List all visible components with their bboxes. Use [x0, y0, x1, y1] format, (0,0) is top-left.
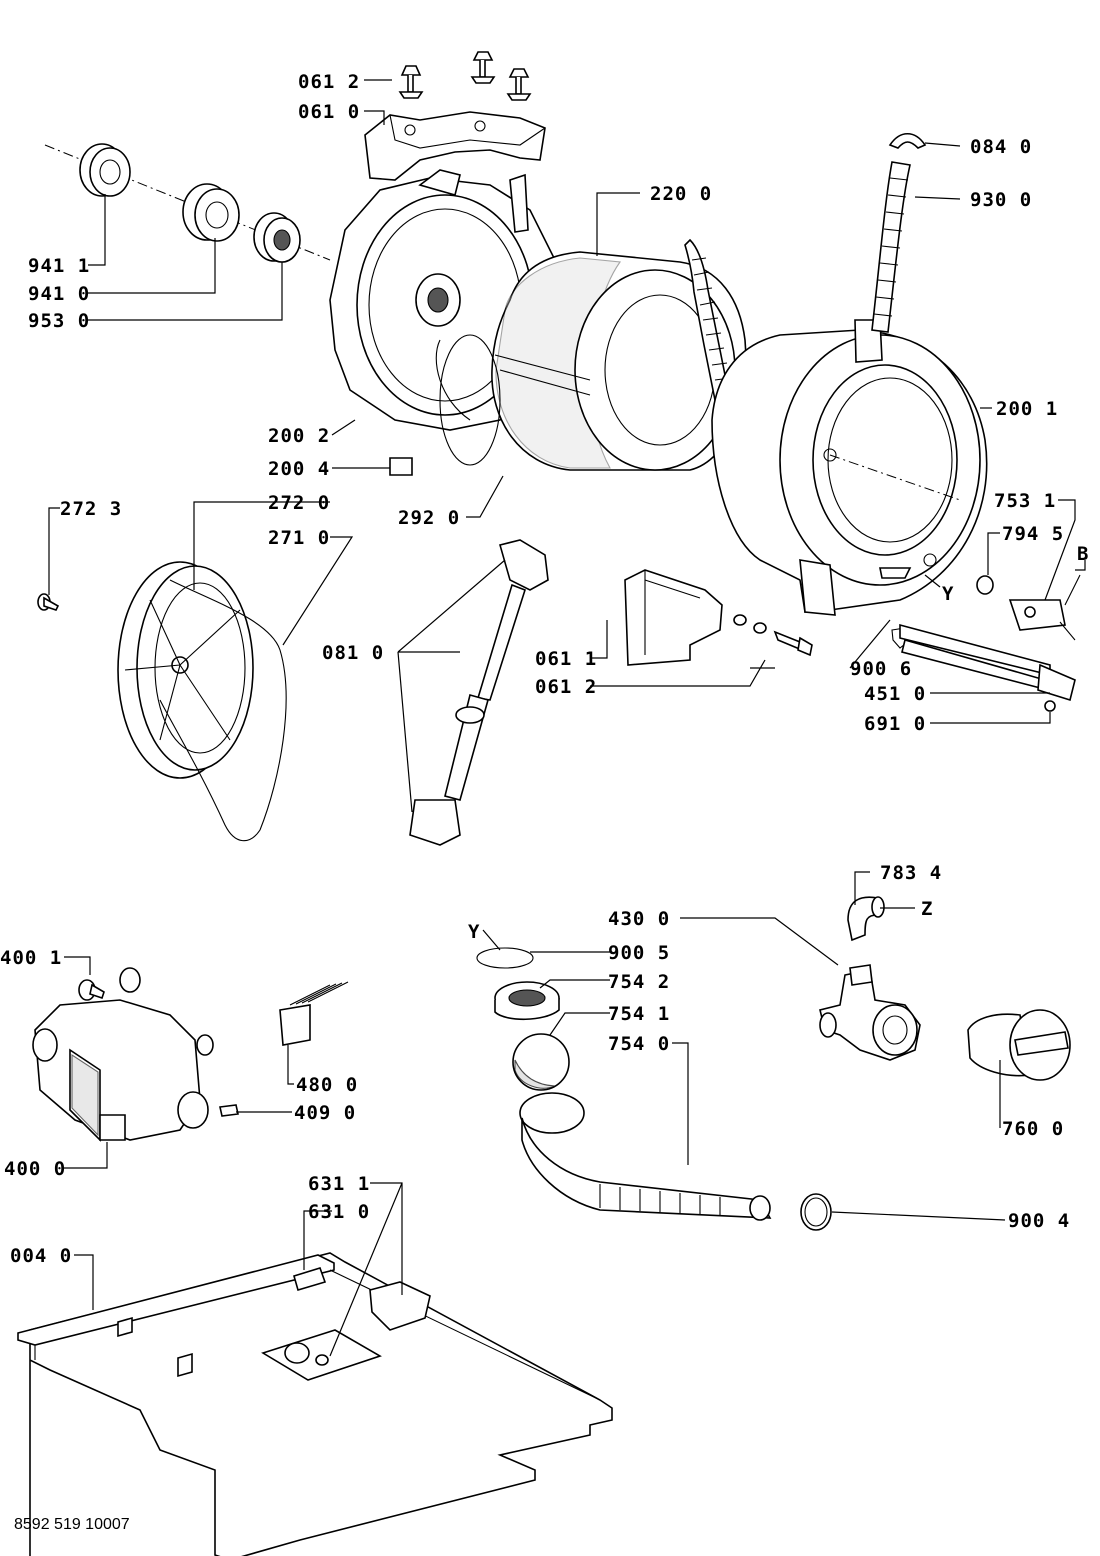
callout-754-1: 754 1	[608, 1003, 670, 1025]
screw-272-3	[37, 593, 60, 611]
callout-754-0: 754 0	[608, 1033, 670, 1055]
callout-labels: 061 2 061 0 084 0 930 0 220 0 941 1 941 …	[0, 71, 1089, 1267]
pump-430-0	[819, 964, 921, 1061]
clamp-900-4	[800, 1193, 832, 1231]
clamp-900-5	[476, 947, 534, 969]
callout-Y-bottom: Y	[468, 921, 480, 943]
cap-084-0	[888, 132, 927, 149]
connector-480-0	[279, 981, 349, 1046]
callout-B: B	[1077, 543, 1089, 565]
bearing-941-1	[79, 143, 131, 197]
callout-631-0: 631 0	[308, 1201, 370, 1223]
gasket-292-0	[439, 334, 501, 466]
callout-900-5: 900 5	[608, 942, 670, 964]
hose-754-0	[519, 1092, 772, 1221]
callout-400-1: 400 1	[0, 947, 62, 969]
ntc-794-5	[976, 575, 994, 595]
callout-271-0: 271 0	[268, 527, 330, 549]
callout-480-0: 480 0	[296, 1074, 358, 1096]
callout-200-1: 200 1	[996, 398, 1058, 420]
clip-061-2-top	[398, 51, 532, 101]
tacho-409-0	[219, 1104, 239, 1117]
ball-754-1	[512, 1033, 570, 1091]
part-200-4	[389, 457, 413, 476]
brush-400-1	[78, 979, 105, 1001]
callout-061-1: 061 1	[535, 648, 597, 670]
callout-631-1: 631 1	[308, 1173, 370, 1195]
callout-272-3: 272 3	[60, 498, 122, 520]
callout-691-0: 691 0	[864, 713, 926, 735]
callout-409-0: 409 0	[294, 1102, 356, 1124]
bearing-941-0	[182, 183, 240, 242]
connector-753-1	[1008, 574, 1081, 641]
callout-900-6: 900 6	[850, 658, 912, 680]
callout-753-1: 753 1	[994, 490, 1056, 512]
belt-271-0	[159, 579, 287, 842]
callout-754-2: 754 2	[608, 971, 670, 993]
leader-lines	[48, 79, 1086, 1357]
callout-Y-top: Y	[942, 583, 954, 605]
shock-absorber-081-0	[409, 539, 549, 846]
callout-220-0: 220 0	[650, 183, 712, 205]
callout-430-0: 430 0	[608, 908, 670, 930]
callout-783-4: 783 4	[880, 862, 942, 884]
seal-953-0	[253, 212, 301, 263]
callout-760-0: 760 0	[1002, 1118, 1064, 1140]
callout-081-0: 081 0	[322, 642, 384, 664]
filter-760-0	[967, 1009, 1071, 1081]
callout-292-0: 292 0	[398, 507, 460, 529]
sump-754-2	[494, 981, 560, 1021]
motor-400-0	[32, 967, 214, 1142]
pulley-272-0	[117, 561, 254, 779]
callout-Z: Z	[921, 898, 933, 920]
callout-794-5: 794 5	[1002, 523, 1064, 545]
elbow-783-4	[847, 896, 885, 942]
callout-004-0: 004 0	[10, 1245, 72, 1267]
callout-953-0: 953 0	[28, 310, 90, 332]
callout-930-0: 930 0	[970, 189, 1032, 211]
front-tub-200-1	[711, 319, 988, 616]
callout-061-2-mid: 061 2	[535, 676, 597, 698]
callout-200-2: 200 2	[268, 425, 330, 447]
bracket-061-1	[624, 569, 723, 666]
washers-061-2	[733, 614, 813, 657]
callout-084-0: 084 0	[970, 136, 1032, 158]
heater-451-0	[899, 623, 1076, 702]
callout-272-0: 272 0	[268, 492, 330, 514]
callout-061-0: 061 0	[298, 101, 360, 123]
callout-200-4: 200 4	[268, 458, 330, 480]
callout-941-1: 941 1	[28, 255, 90, 277]
drum-220-0	[491, 251, 747, 471]
callout-400-0: 400 0	[4, 1158, 66, 1180]
callout-941-0: 941 0	[28, 283, 90, 305]
callout-900-4: 900 4	[1008, 1210, 1070, 1232]
callout-451-0: 451 0	[864, 683, 926, 705]
document-number: 8592 519 10007	[14, 1516, 130, 1533]
base-004-0	[17, 1252, 613, 1556]
nut-691-0	[1044, 700, 1056, 712]
counterweight-061-0	[364, 111, 546, 181]
hose-930-0	[871, 161, 911, 333]
callout-061-2-top: 061 2	[298, 71, 360, 93]
